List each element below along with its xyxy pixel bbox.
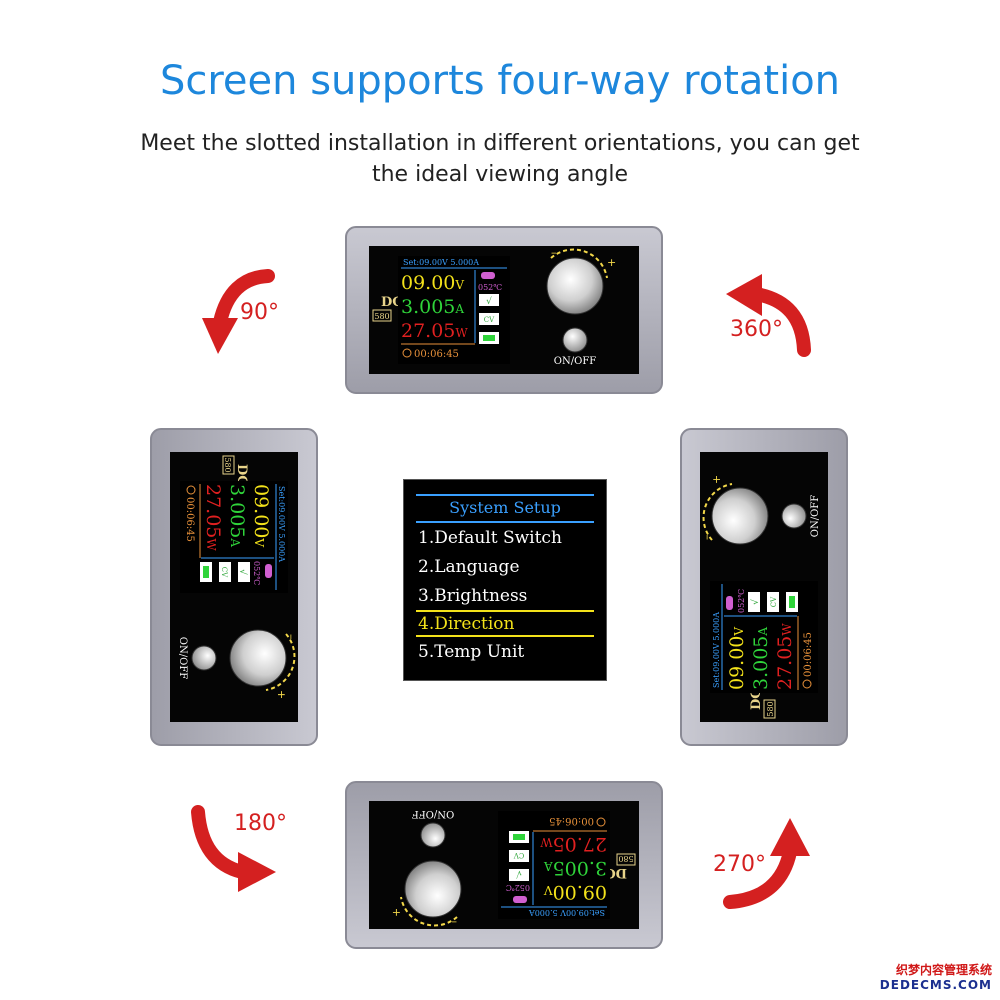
menu-item-temp-unit[interactable]: 5.Temp Unit — [418, 642, 525, 662]
watermark-line-1: 织梦内容管理系统 — [895, 963, 992, 977]
rotate-90-label: 90° — [240, 300, 279, 325]
watermark: 织梦内容管理系统 DEDECMS.COM — [880, 963, 992, 993]
menu-highlight-bottom — [416, 635, 594, 637]
rotate-90-arrow-icon — [202, 269, 275, 354]
watermark-line-2: DEDECMS.COM — [879, 978, 992, 992]
rotate-360-arrow-icon — [726, 274, 811, 357]
menu-title-rule-top — [416, 494, 594, 496]
menu-item-language[interactable]: 2.Language — [418, 557, 520, 577]
rotate-180-arrow-icon — [191, 805, 276, 892]
rotate-180-label: 180° — [234, 811, 287, 836]
page-title: Screen supports four-way rotation — [159, 58, 841, 104]
subtitle-line-1: Meet the slotted installation in differe… — [140, 131, 860, 156]
page-subtitle: Meet the slotted installation in differe… — [110, 128, 890, 190]
menu-item-brightness[interactable]: 3.Brightness — [418, 586, 528, 606]
device-panel-right — [680, 428, 848, 746]
device-panel-top — [345, 226, 663, 394]
menu-highlight-top — [416, 610, 594, 612]
menu-title: System Setup — [449, 498, 561, 517]
rotate-270-label: 270° — [713, 852, 766, 877]
subtitle-line-2: the ideal viewing angle — [371, 162, 628, 187]
device-panel-left — [150, 428, 318, 746]
device-panel-bottom — [345, 781, 663, 949]
rotate-360-label: 360° — [730, 317, 783, 342]
system-setup-screen: System Setup 1.Default Switch 2.Language… — [403, 479, 607, 681]
menu-title-rule-bottom — [416, 521, 594, 523]
rotate-270-arrow-icon — [723, 818, 810, 909]
menu-item-default-switch[interactable]: 1.Default Switch — [418, 528, 562, 548]
menu-item-direction[interactable]: 4.Direction — [418, 614, 515, 634]
